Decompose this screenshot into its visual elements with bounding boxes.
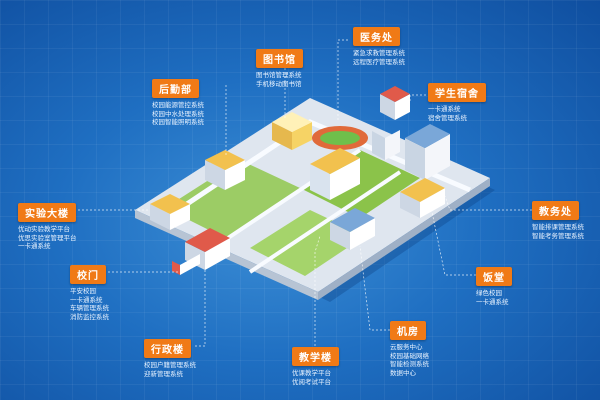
item-xingzheng-1: 校园户籍管理系统 bbox=[144, 361, 196, 369]
callout-tushuguan: 图书馆 图书馆管理系统 手机移动图书馆 bbox=[256, 48, 303, 88]
campus-gate bbox=[172, 254, 200, 275]
item-jifang-4: 数据中心 bbox=[390, 368, 416, 377]
building-clinic bbox=[380, 86, 410, 120]
item-tushuguan-1: 图书馆管理系统 bbox=[256, 71, 302, 79]
tag-tushuguan: 图书馆 bbox=[256, 49, 303, 68]
item-shiyan-2: 优思实验室管理平台 bbox=[18, 233, 77, 242]
tag-jifang: 机房 bbox=[390, 321, 426, 340]
item-jifang-1: 云服务中心 bbox=[390, 343, 423, 351]
item-xuesheng-2: 宿舍管理系统 bbox=[428, 113, 467, 122]
building-computer-room bbox=[330, 208, 375, 250]
callout-shiyan: 实验大楼 优动实验教学平台 优思实验室管理平台 一卡通系统 bbox=[18, 202, 77, 251]
road-cross-2 bbox=[248, 170, 402, 274]
callout-jiaowuchu: 教务处 智能排课管理系统 智能考务管理系统 bbox=[532, 200, 584, 240]
item-shiyan-3: 一卡通系统 bbox=[18, 242, 51, 250]
item-xiaomen-2: 一卡通系统 bbox=[70, 295, 103, 304]
item-jiaowuchu-2: 智能考务管理系统 bbox=[532, 231, 584, 240]
tag-xiaomen: 校门 bbox=[70, 265, 106, 284]
item-yiwuchu-1: 紧急求救管理系统 bbox=[353, 49, 405, 57]
grass-zone-west bbox=[165, 160, 300, 238]
tag-xuesheng: 学生宿舍 bbox=[428, 83, 486, 102]
building-dorm bbox=[372, 124, 450, 180]
platform-side-right bbox=[318, 178, 490, 300]
item-shiyan-1: 优动实验教学平台 bbox=[18, 225, 70, 233]
building-library bbox=[272, 112, 312, 150]
callout-xiaomen: 校门 平安校园 一卡通系统 车辆管理系统 消防监控系统 bbox=[70, 264, 109, 321]
callout-fantang: 饭堂 绿色校园 一卡通系统 bbox=[476, 266, 512, 306]
callout-houqinbu: 后勤部 校园能源管控系统 校园中水处理系统 校园智能照明系统 bbox=[152, 78, 204, 127]
sports-field bbox=[320, 131, 360, 145]
item-jiaoxue-2: 优阅考试平台 bbox=[292, 377, 331, 386]
callout-yiwuchu: 医务处 紧急求救管理系统 远程医疗管理系统 bbox=[353, 26, 405, 66]
connector-lines bbox=[78, 39, 540, 350]
item-jifang-2: 校园基础网络 bbox=[390, 351, 429, 360]
item-xiaomen-4: 消防监控系统 bbox=[70, 312, 109, 321]
building-logistics bbox=[205, 150, 245, 190]
item-houqinbu-1: 校园能源管控系统 bbox=[152, 101, 204, 109]
item-jiaowuchu-1: 智能排课管理系统 bbox=[532, 223, 584, 231]
callout-jiaoxue: 教学楼 优课教学平台 优阅考试平台 bbox=[292, 346, 339, 386]
item-xiaomen-3: 车辆管理系统 bbox=[70, 304, 109, 312]
tag-xingzheng: 行政楼 bbox=[144, 339, 191, 358]
item-jiaoxue-1: 优课教学平台 bbox=[292, 369, 331, 377]
tag-fantang: 饭堂 bbox=[476, 267, 512, 286]
item-xuesheng-1: 一卡通系统 bbox=[428, 105, 461, 113]
tag-houqinbu: 后勤部 bbox=[152, 79, 199, 98]
tag-jiaowuchu: 教务处 bbox=[532, 201, 579, 220]
callout-xingzheng: 行政楼 校园户籍管理系统 迎新管理系统 bbox=[144, 338, 196, 378]
item-jifang-3: 智能检测系统 bbox=[390, 360, 429, 368]
item-fantang-2: 一卡通系统 bbox=[476, 297, 509, 306]
item-tushuguan-2: 手机移动图书馆 bbox=[256, 79, 302, 88]
tag-jiaoxue: 教学楼 bbox=[292, 347, 339, 366]
building-lab bbox=[150, 194, 190, 230]
callout-jifang: 机房 云服务中心 校园基础网络 智能检测系统 数据中心 bbox=[390, 320, 429, 377]
building-teaching bbox=[310, 148, 360, 200]
item-houqinbu-2: 校园中水处理系统 bbox=[152, 109, 204, 118]
item-xiaomen-1: 平安校园 bbox=[70, 287, 96, 295]
callout-xuesheng: 学生宿舍 一卡通系统 宿舍管理系统 bbox=[428, 82, 486, 122]
building-canteen bbox=[400, 178, 445, 218]
tag-yiwuchu: 医务处 bbox=[353, 27, 400, 46]
tag-shiyan: 实验大楼 bbox=[18, 203, 76, 222]
item-fantang-1: 绿色校园 bbox=[476, 289, 502, 297]
item-xingzheng-2: 迎新管理系统 bbox=[144, 369, 183, 378]
item-houqinbu-3: 校园智能照明系统 bbox=[152, 118, 204, 126]
item-yiwuchu-2: 远程医疗管理系统 bbox=[353, 57, 405, 66]
